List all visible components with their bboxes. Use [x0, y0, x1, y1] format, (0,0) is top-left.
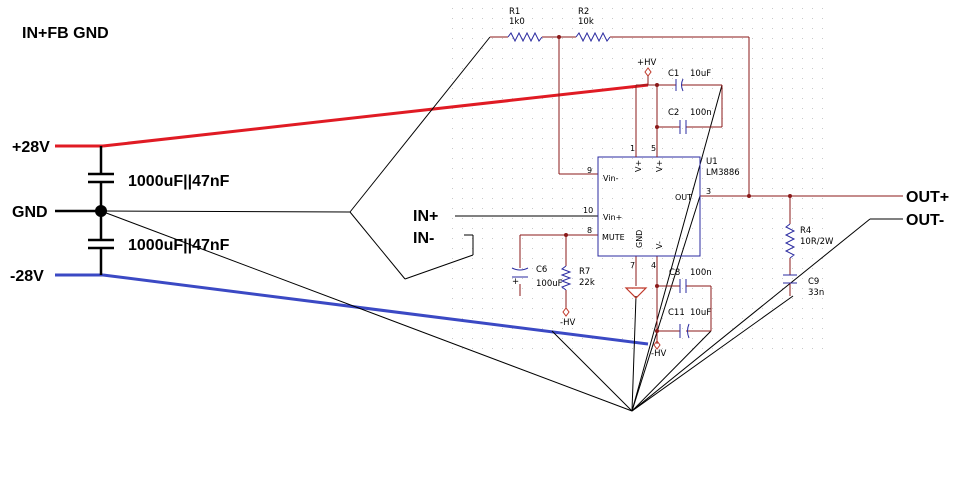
pin5-number: 5: [651, 144, 656, 153]
u1-ref: U1: [706, 157, 718, 167]
r1-symbol: [507, 31, 543, 43]
in-minus-label: IN-: [413, 230, 434, 247]
out-plus-label: OUT+: [906, 189, 949, 206]
minus-hv-r7-label: -HV: [560, 318, 575, 328]
plus-28v-label: +28V: [12, 139, 50, 156]
supply-rails: [55, 144, 114, 277]
pin-gnd-label: GND: [635, 230, 644, 248]
c8-value: 100n: [690, 268, 712, 278]
pin8-number: 8: [587, 226, 592, 235]
pin3-number: 3: [706, 187, 711, 196]
feedback-ground-wires: [100, 36, 491, 280]
pin7-number: 7: [630, 261, 635, 270]
c2-value: 100n: [690, 108, 712, 118]
ground-symbol: [624, 287, 648, 299]
r1-ref: R1: [509, 7, 520, 17]
c6-value: 100uF: [536, 279, 563, 289]
r2-ref: R2: [578, 7, 589, 17]
pin-vin-minus-label: Vin-: [603, 174, 619, 183]
page-title: IN+FB GND: [22, 25, 109, 42]
pin-mute-label: MUTE: [602, 233, 625, 242]
c9-symbol: [783, 274, 797, 284]
cap-bottom-label: 1000uF||47nF: [128, 237, 230, 254]
plus-hv-label: +HV: [637, 58, 657, 68]
c11-symbol: [679, 323, 690, 339]
r7-ref: R7: [579, 267, 590, 277]
c9-ref: C9: [808, 277, 819, 287]
r4-symbol: [784, 223, 796, 259]
plus-supply-wire: [102, 83, 649, 148]
minus-hv-c11-label: -HV: [651, 349, 666, 359]
pin1-number: 1: [630, 144, 635, 153]
u1-part: LM3886: [706, 168, 740, 178]
c11-ref: C11: [668, 308, 685, 318]
c11-value: 10uF: [690, 308, 711, 318]
c6-ref: C6: [536, 265, 547, 275]
minus-hv-flag-r7: [562, 307, 570, 317]
r2-value: 10k: [578, 17, 594, 27]
c8-symbol: [679, 279, 687, 293]
r4-ref: R4: [800, 226, 811, 236]
r4-value: 10R/2W: [800, 237, 834, 247]
gnd-label: GND: [12, 204, 48, 221]
c8-ref: C8: [669, 268, 680, 278]
out-minus-label: OUT-: [906, 212, 944, 229]
pin-vin-plus-label: Vin+: [603, 213, 622, 222]
lm3886-ic: [597, 156, 701, 257]
junction-dots: [557, 35, 792, 333]
pin-vplus-b-label: V+: [655, 160, 664, 172]
minus-28v-label: -28V: [10, 268, 44, 285]
r7-symbol: [560, 265, 572, 291]
pin4-number: 4: [651, 261, 656, 270]
c1-ref: C1: [668, 69, 679, 79]
r7-value: 22k: [579, 278, 595, 288]
schematic-grid: [452, 8, 823, 349]
pin10-number: 10: [583, 206, 593, 215]
minus-supply-wire: [102, 273, 649, 346]
schematic-wires: [490, 36, 903, 344]
in-plus-label: IN+: [413, 208, 438, 225]
r2-symbol: [575, 31, 611, 43]
c1-symbol: [675, 78, 684, 92]
c2-symbol: [679, 120, 687, 134]
pin-out-label: OUT: [675, 193, 692, 202]
pin9-number: 9: [587, 166, 592, 175]
c6-plus-mark: +: [512, 277, 519, 287]
c2-ref: C2: [668, 108, 679, 118]
c1-value: 10uF: [690, 69, 711, 79]
pin-vplus-a-label: V+: [634, 160, 643, 172]
minus-hv-flag-c11: [653, 340, 661, 350]
cap-top-label: 1000uF||47nF: [128, 173, 230, 190]
c9-value: 33n: [808, 288, 824, 298]
star-ground-wires: [100, 84, 903, 412]
r1-value: 1k0: [509, 17, 525, 27]
pin-vminus-label: V-: [655, 241, 664, 249]
plus-hv-flag: [644, 67, 652, 77]
c6-symbol: [511, 267, 529, 278]
